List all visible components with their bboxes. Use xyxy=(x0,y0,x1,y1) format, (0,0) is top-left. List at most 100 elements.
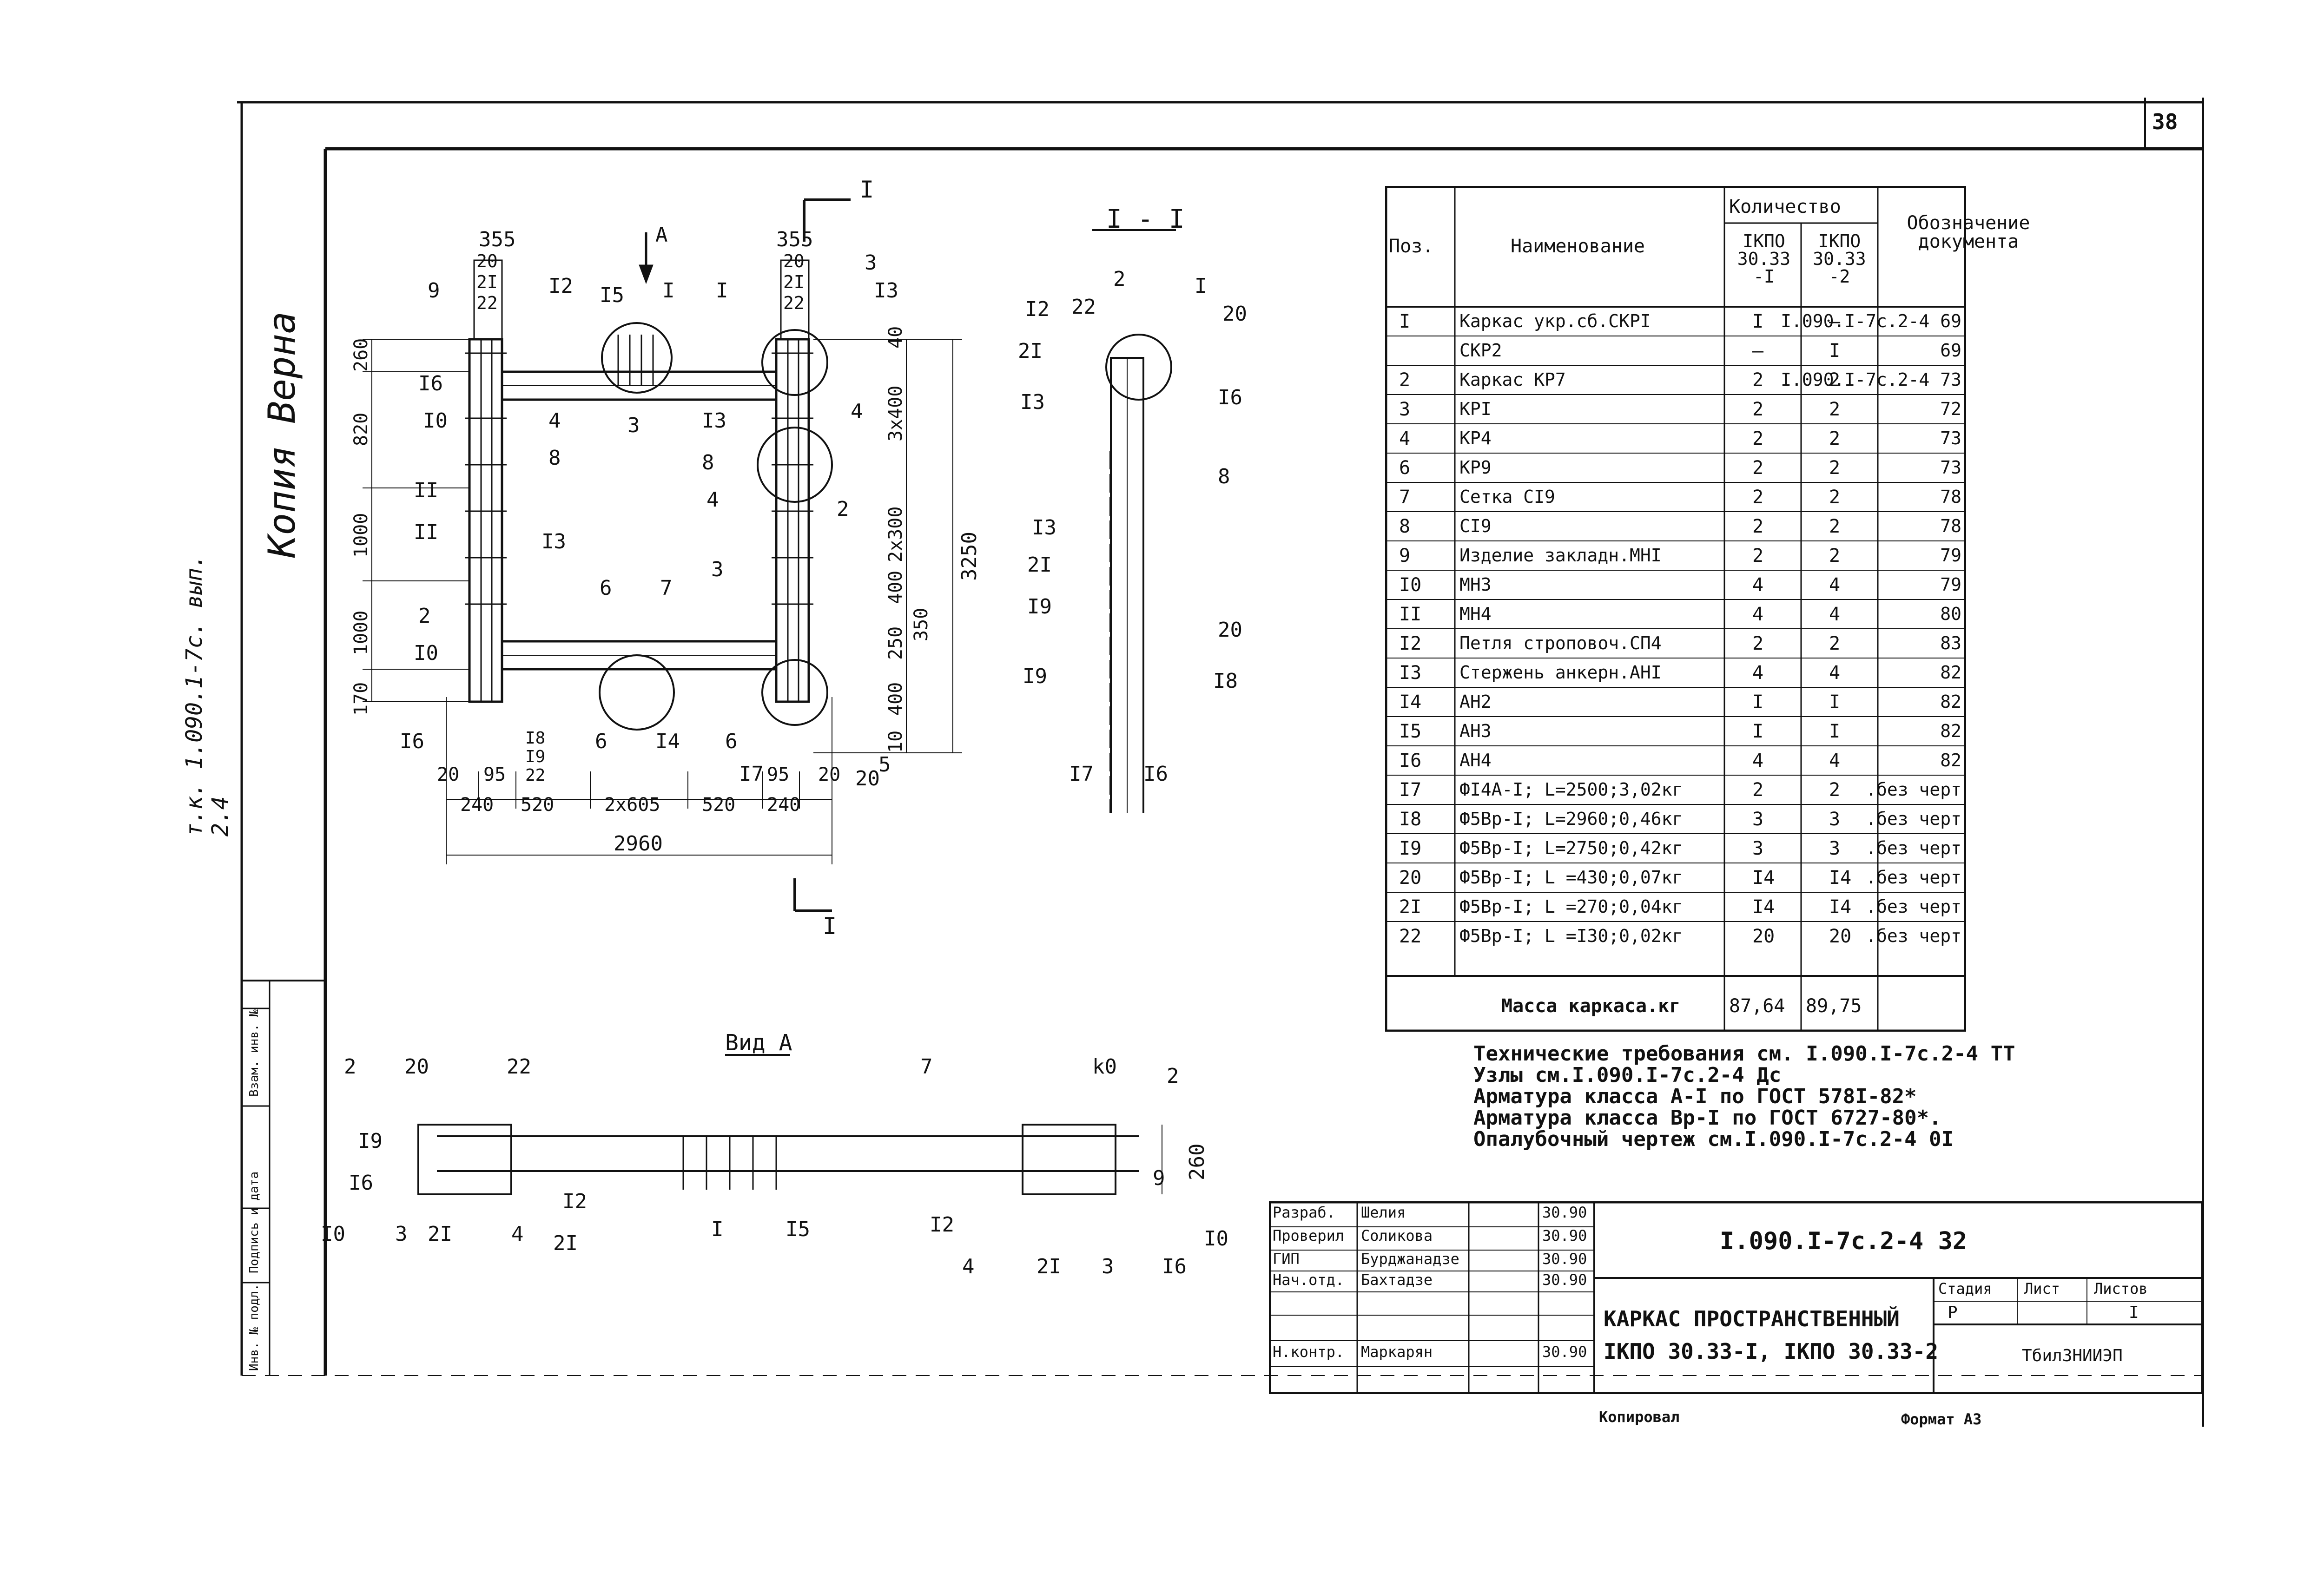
spec-row-name: МН3 xyxy=(1459,574,1492,595)
view-a-title: Вид А xyxy=(725,1030,792,1056)
title-person-date: 30.90 xyxy=(1542,1343,1587,1361)
pos-label: 2 xyxy=(1113,267,1126,291)
title-person-name: Маркарян xyxy=(1361,1343,1433,1361)
pos-label: I3 xyxy=(702,409,726,433)
pos-label: I0 xyxy=(321,1222,345,1246)
spec-row-pos: I5 xyxy=(1399,721,1422,742)
pos-label: 4 xyxy=(706,488,719,512)
title-person-date: 30.90 xyxy=(1542,1250,1587,1268)
mass-qty2: 89,75 xyxy=(1806,995,1862,1017)
title-person-name: Бурджанадзе xyxy=(1361,1250,1459,1268)
pos-label: 2 xyxy=(344,1055,357,1079)
pos-label: 6 xyxy=(595,730,607,753)
spec-row-qty1: 2 xyxy=(1752,399,1764,420)
spec-row-qty1: 2 xyxy=(1752,779,1764,801)
spec-row-doc: 82 xyxy=(1940,662,1961,683)
spec-row-pos: I0 xyxy=(1399,574,1422,596)
dim-left-260: 260 xyxy=(350,338,372,372)
title-person-date: 30.90 xyxy=(1542,1204,1587,1221)
spec-row-qty2: 2 xyxy=(1829,457,1841,479)
pos-label: 20 xyxy=(404,1055,429,1079)
pos-label: 2 xyxy=(1167,1064,1179,1088)
cut-mark-top: I xyxy=(860,176,874,203)
note-line: Арматура класса Вр-I по ГОСТ 6727-80*. xyxy=(1473,1106,1941,1130)
dim-small-22: 22 xyxy=(525,766,545,785)
spec-row-qty2: 2 xyxy=(1829,633,1841,654)
pos-label: II xyxy=(414,520,438,544)
spec-row-pos: I8 xyxy=(1399,809,1422,830)
title-person-role: Проверил xyxy=(1273,1227,1345,1245)
sheets-label: Листов xyxy=(2094,1280,2148,1297)
spec-table-grid xyxy=(1385,186,1966,1032)
dim-22-left: 22 xyxy=(476,293,498,313)
spec-row-pos: 3 xyxy=(1399,399,1411,420)
spec-row-qty1: 4 xyxy=(1752,574,1764,596)
title-block-grid xyxy=(1269,1201,2203,1394)
spec-row-pos: 9 xyxy=(1399,545,1411,566)
spec-row-doc: без черт. xyxy=(1866,779,1961,800)
view-a-drawing: Вид А 2 20 22 I9 I6 I0 3 2I 4 2I I2 7 I … xyxy=(321,1030,1228,1278)
spec-row-qty1: I xyxy=(1752,691,1764,713)
dim-left-1000b: 1000 xyxy=(350,611,372,655)
spec-row-name: СКР2 xyxy=(1459,340,1502,361)
spec-row-qty1: 4 xyxy=(1752,604,1764,625)
pos-label: I6 xyxy=(1143,762,1168,786)
pos-label: I4 xyxy=(655,730,680,753)
dim-22-right: 22 xyxy=(783,293,805,313)
sheets-value: I xyxy=(2129,1303,2139,1322)
title-line1: КАРКАС ПРОСТРАНСТВЕННЫЙ xyxy=(1604,1306,1900,1331)
spec-row-pos: I6 xyxy=(1399,750,1422,771)
header-name: Наименование xyxy=(1511,236,1645,257)
dim-right-400a: 400 xyxy=(885,571,906,604)
spec-row-doc: 72 xyxy=(1940,399,1961,419)
pos-label: 20 xyxy=(1218,618,1242,642)
header-qty: Количество xyxy=(1729,196,1841,217)
note-line: Узлы см.I.090.I-7с.2-4 Дс xyxy=(1473,1063,1782,1087)
spec-row-doc: 80 xyxy=(1940,604,1961,624)
main-plan-drawing: 355 355 20 2I 22 20 2I 22 I I А 260 820 … xyxy=(350,176,981,940)
header-doc: Обозначение документа xyxy=(1907,212,2030,252)
spec-row-qty2: 4 xyxy=(1829,604,1841,625)
spec-row-qty1: 20 xyxy=(1752,926,1775,947)
pos-label: 2 xyxy=(837,497,849,521)
pos-label: 7 xyxy=(660,576,673,600)
pos-label: 3 xyxy=(1102,1255,1114,1278)
pos-label: 3 xyxy=(865,251,877,275)
pos-label: I0 xyxy=(1204,1227,1228,1251)
pos-label: I3 xyxy=(1020,390,1045,414)
spec-row-qty2: I xyxy=(1829,340,1841,362)
dim-small-19: I9 xyxy=(525,747,545,766)
pos-label: 3 xyxy=(395,1222,408,1246)
pos-label: 3 xyxy=(627,414,640,437)
spec-row-doc: 78 xyxy=(1940,487,1961,507)
cut-mark-bottom: I xyxy=(823,913,837,940)
pos-label: I0 xyxy=(414,641,438,665)
spec-row-qty2: 4 xyxy=(1829,750,1841,771)
spec-row-pos: 2 xyxy=(1399,369,1411,391)
spec-row-doc: без черт. xyxy=(1866,867,1961,888)
pos-label: 6 xyxy=(600,576,612,600)
pos-label: I3 xyxy=(541,530,566,553)
spec-row-qty2: 3 xyxy=(1829,838,1841,859)
pos-label: I6 xyxy=(1218,386,1242,409)
sheet-label: Лист xyxy=(2024,1280,2060,1297)
pos-label: I9 xyxy=(1023,665,1047,688)
spec-row-name: КР4 xyxy=(1459,428,1492,448)
spec-row-name: Стержень анкерн.АНI xyxy=(1459,662,1662,683)
spec-row-name: КРI xyxy=(1459,399,1492,419)
dim-left-170: 170 xyxy=(350,682,372,716)
spec-row-pos: I xyxy=(1399,311,1411,332)
spec-row-doc: 73 xyxy=(1940,428,1961,448)
note-line: Арматура класса А-I по ГОСТ 578I-82* xyxy=(1473,1085,1917,1108)
doc-number: I.090.I-7с.2-4 32 xyxy=(1720,1227,1967,1255)
footer-format: Формат А3 xyxy=(1901,1410,1982,1428)
spec-row-pos: I9 xyxy=(1399,838,1422,859)
spec-row-pos: 22 xyxy=(1399,926,1422,947)
dim-355-left: 355 xyxy=(479,228,515,251)
sheet-number: 38 xyxy=(2152,109,2178,134)
pos-label: I2 xyxy=(1025,297,1050,321)
stage-value: Р xyxy=(1948,1303,1958,1322)
pos-label: I9 xyxy=(1027,595,1052,619)
footer-copied: Копировал xyxy=(1599,1408,1680,1426)
